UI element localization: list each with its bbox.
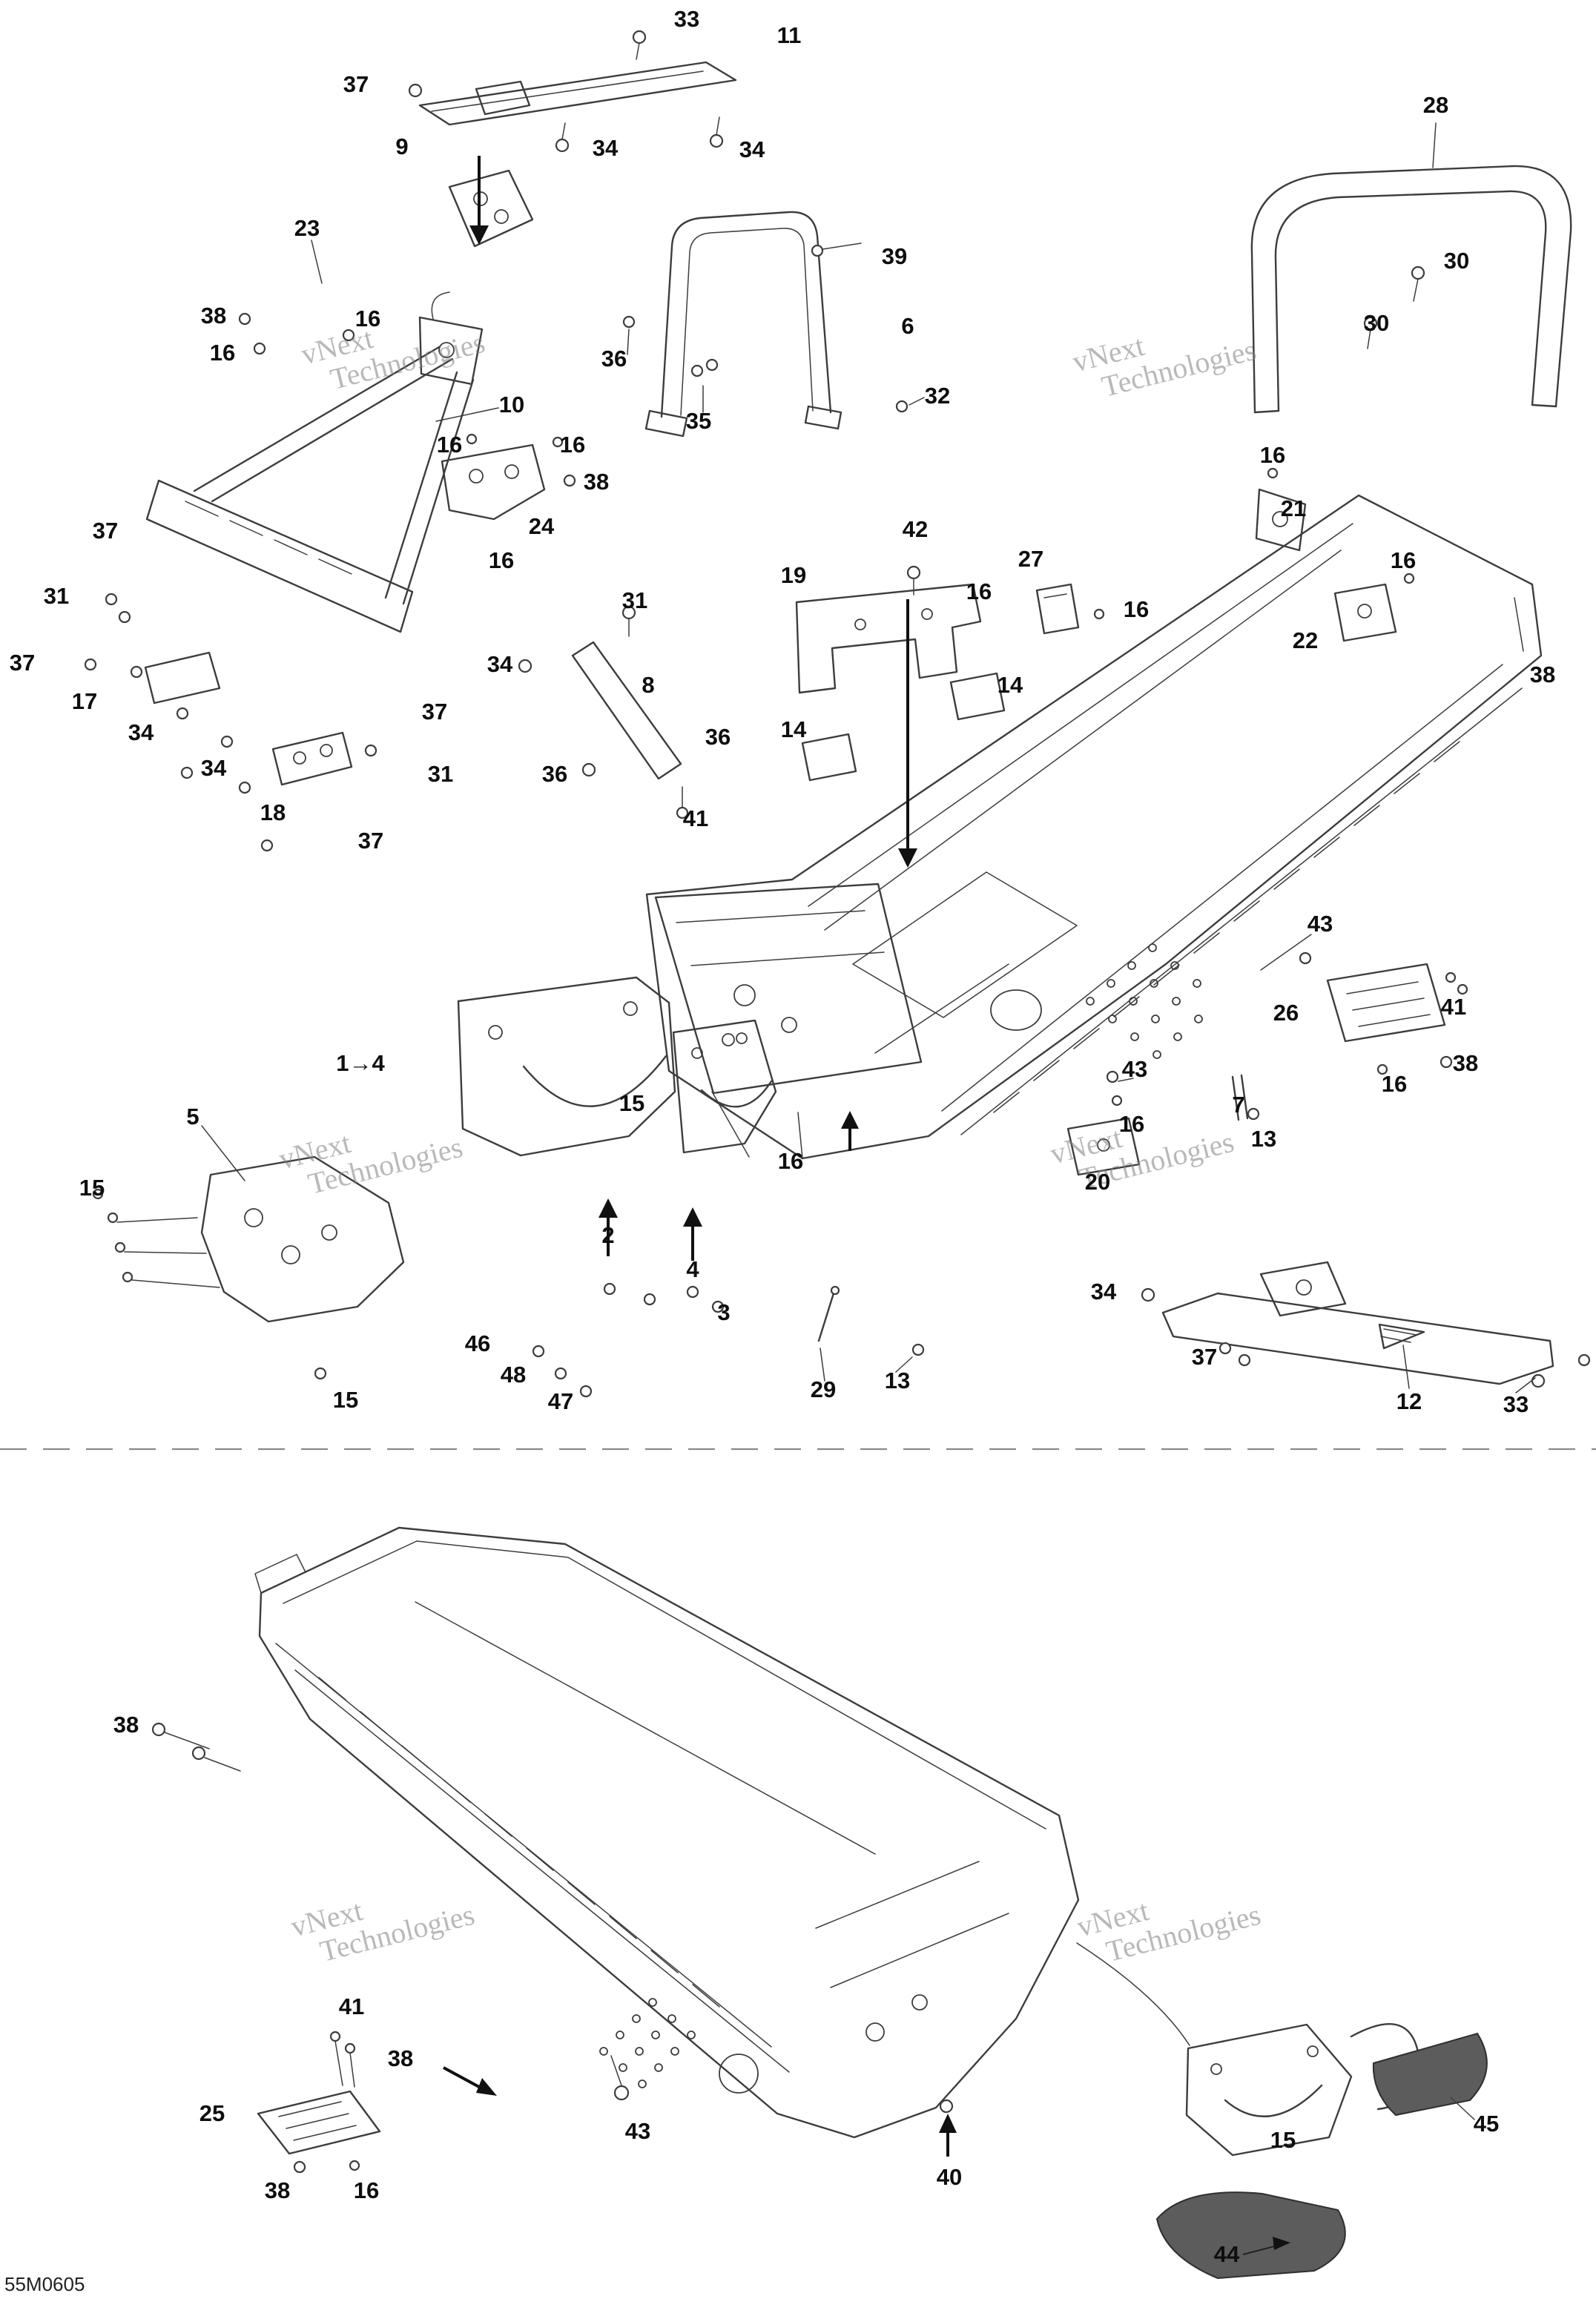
pins-29-13 (817, 1285, 925, 1382)
linkage-part-8 (518, 605, 689, 819)
perforation-dots-upper (1086, 943, 1203, 1059)
chassis-frame-lower (151, 1526, 1080, 2139)
a-frame-part-10 (145, 240, 499, 633)
bracket-part-9 (448, 156, 534, 248)
chassis-frame-upper (645, 494, 1543, 1160)
engine-cradle-parts-1-4 (457, 976, 777, 1398)
bolt-42-arrow (841, 565, 921, 1151)
cross-brace-part-11 (408, 30, 737, 153)
belly-pan-part-45 (1372, 2032, 1488, 2120)
bracket-part-24 (441, 433, 576, 521)
bracket-part-19 (795, 583, 1105, 782)
footrest-part-25 (257, 2031, 381, 2174)
rear-arm-part-12 (1141, 1261, 1591, 1393)
rear-bumper-part-28 (1250, 122, 1572, 414)
doc-code: 55M0605 (4, 2273, 85, 2295)
hardware-cluster-left (84, 593, 377, 852)
lower-diagram-art (151, 1526, 1488, 2280)
bracket-part-5 (92, 1125, 405, 1380)
upper-diagram-art (84, 30, 1591, 1398)
plate-part-26 (1066, 934, 1468, 1176)
support-arch-part-6 (622, 211, 925, 438)
perforation-dots-lower (599, 1998, 696, 2088)
bracket-part-15-lower (1076, 1942, 1421, 2157)
belly-pan-part-44 (1155, 2191, 1346, 2280)
brackets-parts-21-22 (1255, 467, 1415, 642)
hardware-43-40 (443, 2055, 957, 2157)
